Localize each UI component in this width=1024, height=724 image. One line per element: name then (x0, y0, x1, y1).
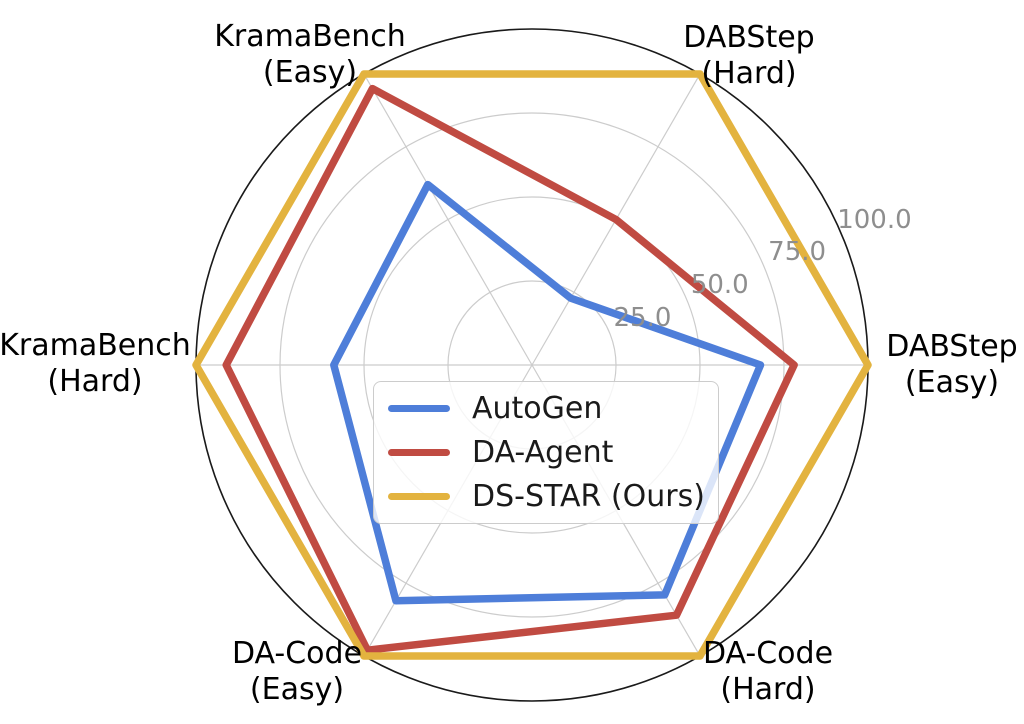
axis-label-line: DABStep (886, 329, 1018, 364)
axis-label-line: KramaBench (214, 19, 406, 54)
autogen-line-swatch (388, 404, 450, 412)
axis-label-da-code-easy: DA-Code (Easy) (232, 636, 362, 708)
legend: AutoGen DA-Agent DS-STAR (Ours) (373, 381, 719, 524)
axis-label-line: KramaBench (0, 328, 191, 363)
axis-spoke (363, 73, 533, 366)
r-tick-100: 100.0 (837, 204, 912, 235)
legend-item-da-agent: DA-Agent (388, 435, 718, 470)
axis-label-line: (Easy) (262, 55, 358, 90)
axis-label-dabstep-easy: DABStep (Easy) (886, 329, 1017, 401)
r-tick-75: 75.0 (768, 237, 827, 268)
ds-star-line-swatch (388, 493, 450, 501)
legend-item-ds-star: DS-STAR (Ours) (388, 479, 718, 514)
series-line-AutoGen (330, 180, 765, 605)
da-agent-line-swatch (388, 448, 450, 456)
axis-label-line: DA-Code (702, 636, 834, 671)
axis-label-line: (Hard) (47, 364, 143, 399)
axis-label-da-code-hard: DA-Code (Hard) (703, 636, 833, 708)
axis-label-kramabench-easy: KramaBench (Easy) (214, 19, 406, 91)
axis-label-line: (Hard) (720, 672, 816, 707)
axis-label-line: (Easy) (249, 672, 345, 707)
axis-label-line: DA-Code (231, 636, 363, 671)
axis-label-line: (Easy) (904, 365, 1000, 400)
legend-label: DA-Agent (472, 434, 614, 470)
legend-label: DS-STAR (Ours) (472, 479, 705, 515)
legend-item-autogen: AutoGen (388, 391, 718, 426)
r-tick-25: 25.0 (613, 303, 672, 334)
legend-label: AutoGen (472, 390, 603, 426)
axis-label-kramabench-hard: KramaBench (Hard) (0, 328, 191, 400)
r-tick-50: 50.0 (690, 270, 749, 301)
axis-label-dabstep-hard: DABStep (Hard) (683, 20, 814, 92)
axis-label-line: (Hard) (701, 56, 797, 91)
series-line-DA-Agent (222, 84, 798, 654)
axis-label-line: DABStep (683, 20, 815, 55)
series-line-DS-STAR (Ours) (192, 70, 872, 660)
